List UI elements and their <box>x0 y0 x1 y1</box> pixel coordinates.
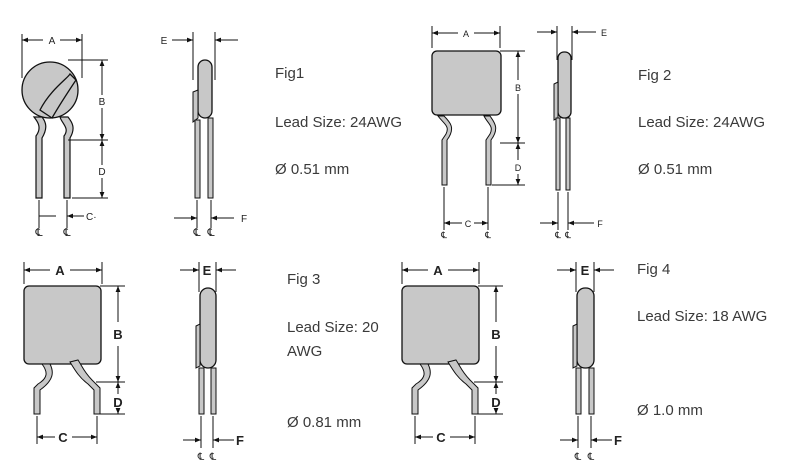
fig3-label-c: C <box>58 430 68 445</box>
fig1-label-a: A <box>49 36 56 47</box>
fig2-label-b: B <box>515 83 521 93</box>
fig2-label-c: C <box>465 219 472 229</box>
fig1-side-centerline-right: ℄ <box>206 227 214 239</box>
fig2-side-centerline-right: ℄ <box>564 230 571 240</box>
fig1-side-centerline-left: ℄ <box>192 227 200 239</box>
fig1-label-d: D <box>98 167 105 178</box>
fig3-label-b: B <box>113 327 122 342</box>
fig2-side-view <box>537 26 596 230</box>
fig4-lead-size: Lead Size: 18 AWG <box>637 308 768 325</box>
fig4-label-f: F <box>614 433 622 448</box>
fig1-title: Fig1 <box>275 65 305 82</box>
fig1-label-f: F <box>241 214 247 225</box>
fig3-lead-size-line1: Lead Size: 20 <box>287 319 379 336</box>
fig2-lead-size: Lead Size: 24AWG <box>638 114 766 131</box>
fig2-label-f: F <box>597 219 603 229</box>
fig3-lead-size-line2: AWG <box>287 343 323 360</box>
fig4-centerline-left: ℄ <box>574 452 582 463</box>
fig3-side-view <box>180 262 236 448</box>
fig3-title: Fig 3 <box>287 271 321 288</box>
fig1-lead-size: Lead Size: 24AWG <box>275 114 403 131</box>
fig2-centerline-left: ℄ <box>440 230 447 240</box>
fig1-centerline-right: ℄ <box>62 227 70 239</box>
fig1-front-view <box>21 34 108 228</box>
fig4-label-d: D <box>491 395 500 410</box>
fig2-label-a: A <box>463 29 469 39</box>
fig1-centerline-left: ℄ <box>34 227 42 239</box>
fig2-side-centerline-left: ℄ <box>554 230 561 240</box>
fig4-side-view <box>557 262 614 448</box>
fig3-label-e: E <box>203 263 212 278</box>
fig1-label-e: E <box>161 36 168 47</box>
fig2-label-d: D <box>515 163 522 173</box>
fig4-title: Fig 4 <box>637 261 671 278</box>
fig4-centerline-right: ℄ <box>587 452 595 463</box>
fig4-diameter: Ø 1.0 mm <box>637 402 703 419</box>
fig3-centerline-right: ℄ <box>209 452 217 463</box>
fig2-label-e: E <box>601 28 607 38</box>
fig3-diameter: Ø 0.81 mm <box>287 414 362 431</box>
fig3-label-d: D <box>113 395 122 410</box>
fig1-label-b: B <box>99 97 106 108</box>
fig4-label-e: E <box>581 263 590 278</box>
fig2-front-view <box>431 26 525 230</box>
fig2-centerline-right: ℄ <box>484 230 491 240</box>
fig4-label-c: C <box>436 430 446 445</box>
fig4-label-b: B <box>491 327 500 342</box>
fig1-diameter: Ø 0.51 mm <box>275 161 350 178</box>
fig3-centerline-left: ℄ <box>197 452 205 463</box>
fig4-front-view <box>401 262 503 444</box>
fig3-label-a: A <box>55 263 65 278</box>
fig2-title: Fig 2 <box>638 67 672 84</box>
fig3-label-f: F <box>236 433 244 448</box>
fig4-label-a: A <box>433 263 443 278</box>
fig3-front-view <box>23 262 125 444</box>
fig1-side-view <box>172 32 238 228</box>
fig1-label-c: C· <box>86 212 97 223</box>
fig2-diameter: Ø 0.51 mm <box>638 161 713 178</box>
